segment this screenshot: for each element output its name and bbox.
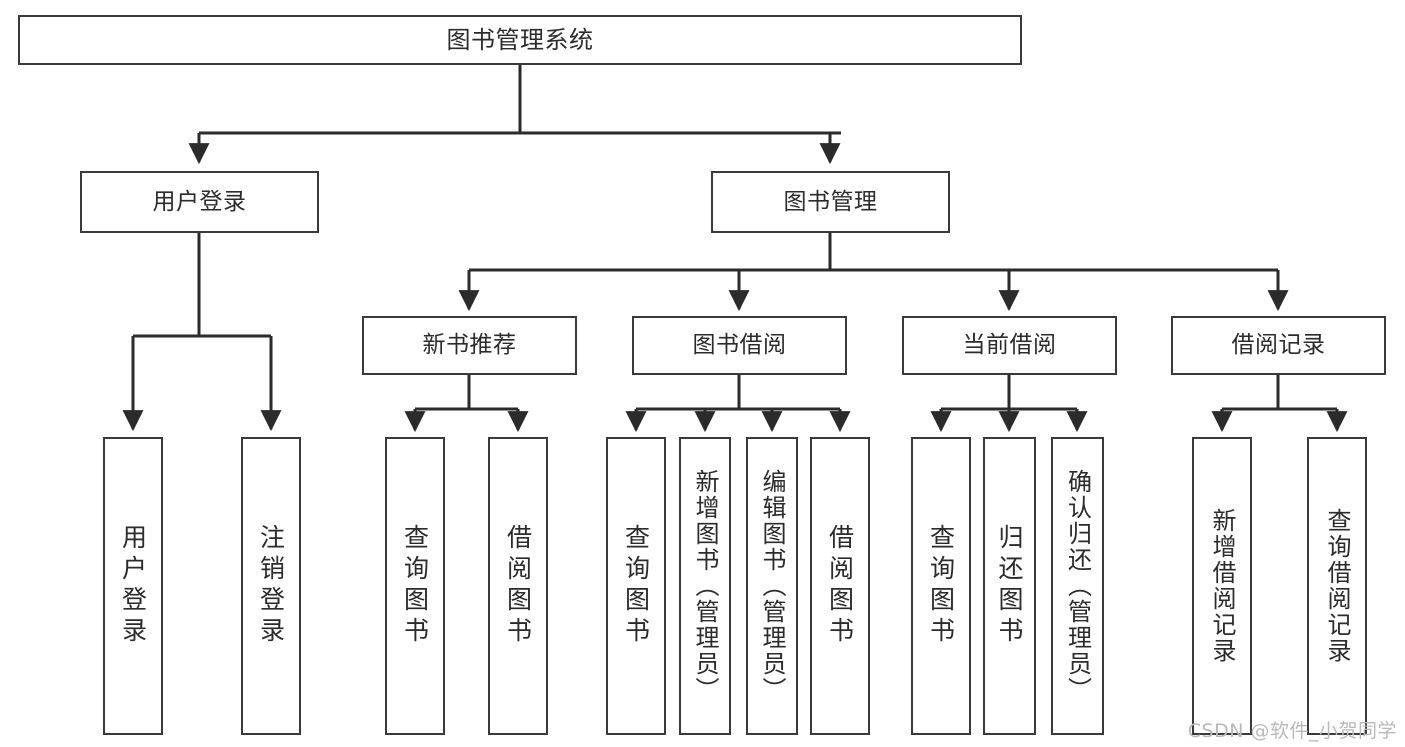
- node-user-login-label: 用户登录: [152, 188, 247, 215]
- leaf-new-book-0-label: 查询图书: [400, 524, 430, 648]
- node-book-borrow-label: 图书借阅: [692, 332, 787, 358]
- node-user-login[interactable]: 用户登录: [80, 171, 319, 233]
- node-root-label: 图书管理系统: [446, 26, 594, 54]
- node-book-borrow[interactable]: 图书借阅: [632, 316, 847, 375]
- leaf-book-borrow-3-label: 借阅图书: [825, 524, 855, 648]
- leaf-current-borrow-0[interactable]: 查询图书: [911, 437, 971, 735]
- leaf-borrow-record-1[interactable]: 查询借阅记录: [1307, 437, 1367, 735]
- node-borrow-record-label: 借阅记录: [1231, 332, 1326, 358]
- leaf-borrow-record-0-label: 新增借阅记录: [1208, 508, 1236, 664]
- node-borrow-record[interactable]: 借阅记录: [1171, 316, 1386, 375]
- leaf-current-borrow-1-label: 归还图书: [995, 524, 1024, 648]
- leaf-current-borrow-0-label: 查询图书: [926, 524, 956, 648]
- leaf-book-borrow-2[interactable]: 编辑图书（管理员）: [746, 437, 798, 735]
- leaf-current-borrow-2-label: 确认归还（管理员）: [1063, 469, 1092, 703]
- node-book-management-label: 图书管理: [783, 188, 878, 215]
- watermark: CSDN @软件_小贺同学: [1187, 720, 1397, 742]
- node-book-management[interactable]: 图书管理: [711, 171, 950, 233]
- leaf-new-book-1-label: 借阅图书: [503, 524, 533, 648]
- leaf-current-borrow-1[interactable]: 归还图书: [983, 437, 1036, 735]
- leaf-user-login-1-label: 注销登录: [256, 524, 286, 648]
- leaf-book-borrow-0[interactable]: 查询图书: [606, 437, 666, 735]
- node-new-book-recommend[interactable]: 新书推荐: [362, 316, 577, 375]
- leaf-book-borrow-2-label: 编辑图书（管理员）: [758, 469, 786, 703]
- leaf-new-book-0[interactable]: 查询图书: [385, 437, 445, 735]
- leaf-user-login-0-label: 用户登录: [118, 524, 148, 648]
- leaf-borrow-record-1-label: 查询借阅记录: [1323, 508, 1351, 664]
- leaf-new-book-1[interactable]: 借阅图书: [488, 437, 548, 735]
- node-new-book-recommend-label: 新书推荐: [422, 332, 517, 358]
- leaf-current-borrow-2[interactable]: 确认归还（管理员）: [1051, 437, 1104, 735]
- leaf-book-borrow-1[interactable]: 新增图书（管理员）: [679, 437, 731, 735]
- leaf-book-borrow-0-label: 查询图书: [621, 524, 651, 648]
- leaf-book-borrow-1-label: 新增图书（管理员）: [691, 469, 719, 703]
- node-root[interactable]: 图书管理系统: [18, 15, 1022, 65]
- leaf-borrow-record-0[interactable]: 新增借阅记录: [1192, 437, 1252, 735]
- leaf-user-login-0[interactable]: 用户登录: [103, 437, 163, 735]
- leaf-user-login-1[interactable]: 注销登录: [241, 437, 301, 735]
- node-current-borrow-label: 当前借阅: [962, 332, 1057, 358]
- node-current-borrow[interactable]: 当前借阅: [902, 316, 1117, 375]
- leaf-book-borrow-3[interactable]: 借阅图书: [810, 437, 870, 735]
